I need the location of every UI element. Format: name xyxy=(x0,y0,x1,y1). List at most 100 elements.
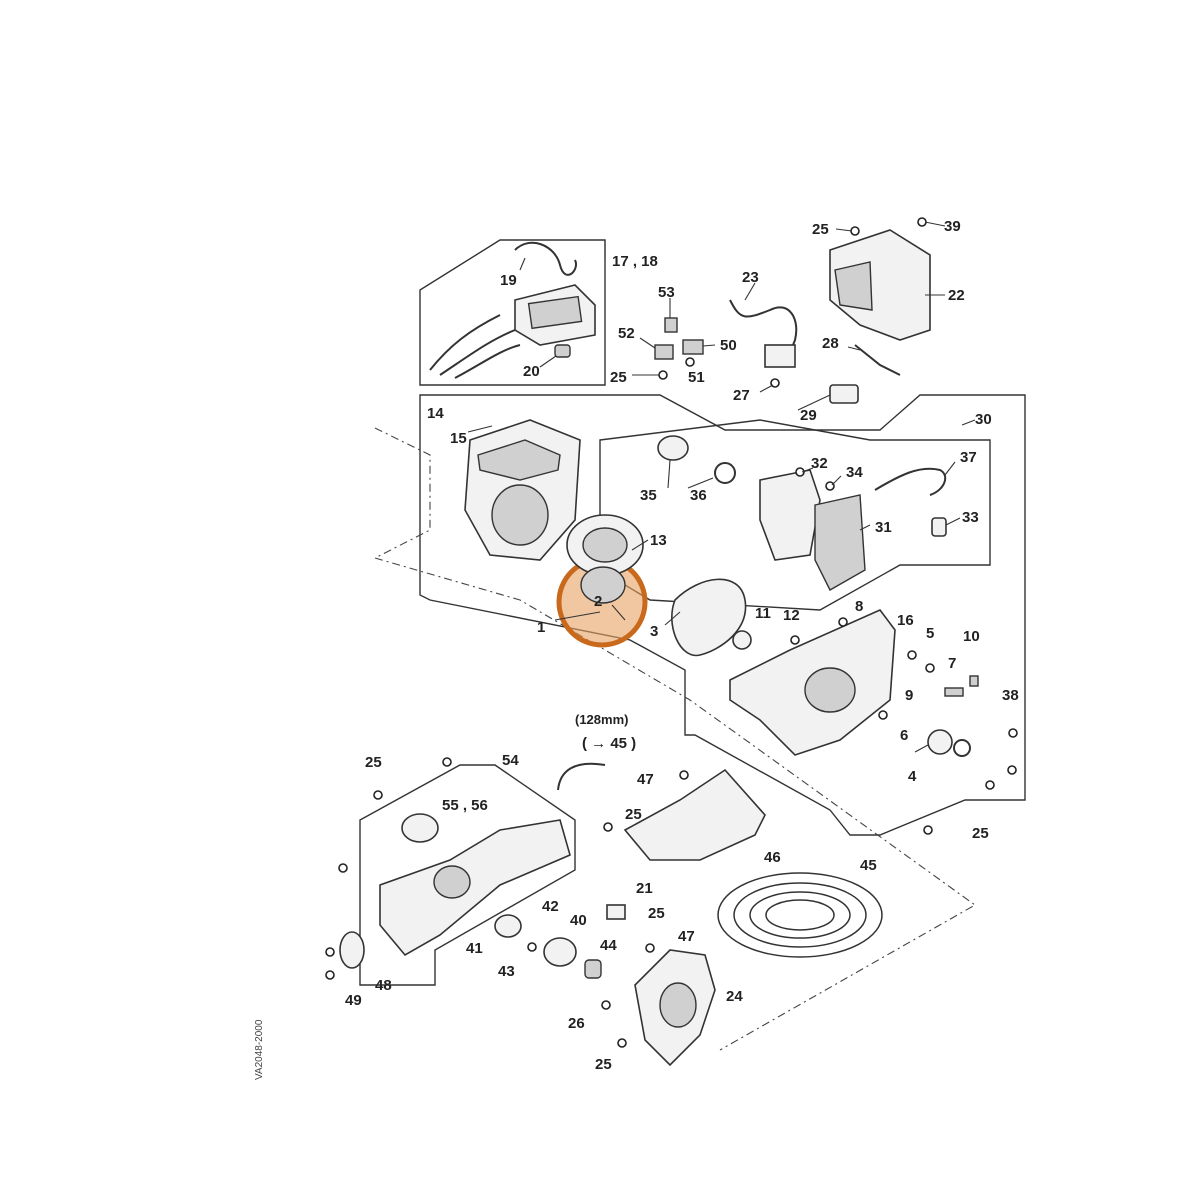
label-35: 35 xyxy=(640,487,657,504)
part-4-ring xyxy=(953,739,971,757)
label-25-f: 25 xyxy=(648,905,665,922)
label-28: 28 xyxy=(822,335,839,352)
label-27: 27 xyxy=(733,387,750,404)
label-23: 23 xyxy=(742,269,759,286)
label-31: 31 xyxy=(875,519,892,536)
part-19-wire xyxy=(514,241,577,276)
part-35 xyxy=(657,435,689,461)
label-25-c: 25 xyxy=(972,825,989,842)
label-44: 44 xyxy=(600,937,617,954)
label-32: 32 xyxy=(811,455,828,472)
label-22: 22 xyxy=(948,287,965,304)
label-55-56: 55 , 56 xyxy=(442,797,488,814)
length-note: (128mm) xyxy=(575,712,628,727)
part-14-shroud xyxy=(464,419,581,561)
label-24: 24 xyxy=(726,988,743,1005)
label-47-b: 47 xyxy=(678,928,695,945)
label-48: 48 xyxy=(375,977,392,994)
part-33 xyxy=(931,517,947,537)
label-2: 2 xyxy=(594,593,602,610)
part-53 xyxy=(664,317,678,333)
part-54-housing xyxy=(379,819,571,957)
label-54: 54 xyxy=(502,752,519,769)
dashdot-outline-top xyxy=(373,427,977,1051)
label-30: 30 xyxy=(975,411,992,428)
label-42: 42 xyxy=(542,898,559,915)
part-2 xyxy=(580,566,626,604)
label-3: 3 xyxy=(650,623,658,640)
part-7 xyxy=(944,687,964,697)
part-45-coil xyxy=(717,872,883,958)
part-48 xyxy=(339,931,365,969)
part-46-plate xyxy=(623,768,766,861)
label-19: 19 xyxy=(500,272,517,289)
label-46: 46 xyxy=(764,849,781,866)
leader-lines xyxy=(467,221,976,753)
label-13: 13 xyxy=(650,532,667,549)
label-1: 1 xyxy=(537,619,545,636)
part-50 xyxy=(682,339,704,355)
label-39: 39 xyxy=(944,218,961,235)
label-38: 38 xyxy=(1002,687,1019,704)
part-44 xyxy=(584,959,602,979)
part-23-board xyxy=(764,344,796,368)
label-17-18: 17 , 18 xyxy=(612,253,658,270)
label-26: 26 xyxy=(568,1015,585,1032)
part-10 xyxy=(969,675,979,687)
part-28-lever xyxy=(854,344,901,376)
label-43: 43 xyxy=(498,963,515,980)
label-15: 15 xyxy=(450,430,467,447)
label-11: 11 xyxy=(755,605,771,622)
label-6: 6 xyxy=(900,727,908,744)
group-frame-54 xyxy=(359,764,576,986)
label-47-a: 47 xyxy=(637,771,654,788)
part-labels: 17 , 18 19 20 53 52 50 25 51 23 25 39 22… xyxy=(345,218,1019,1073)
label-20: 20 xyxy=(523,363,540,380)
label-14: 14 xyxy=(427,405,444,422)
label-25-e: 25 xyxy=(625,806,642,823)
part-21 xyxy=(606,904,626,920)
label-7: 7 xyxy=(948,655,956,672)
label-50: 50 xyxy=(720,337,737,354)
label-10: 10 xyxy=(963,628,980,645)
part-40 xyxy=(543,937,577,967)
part-51 xyxy=(685,357,695,367)
label-25-d: 25 xyxy=(365,754,382,771)
part-24-cover xyxy=(634,949,716,1067)
label-16: 16 xyxy=(897,612,914,629)
screws xyxy=(325,217,1018,1048)
part-45-tube xyxy=(557,762,606,791)
image-reference: VA2048-2000 xyxy=(254,1019,265,1080)
part-41 xyxy=(494,914,522,938)
part-31-cylinder xyxy=(759,469,866,591)
label-5: 5 xyxy=(926,625,934,642)
label-53: 53 xyxy=(658,284,675,301)
label-52: 52 xyxy=(618,325,635,342)
label-34: 34 xyxy=(846,464,863,481)
part-13-flywheel xyxy=(566,514,644,576)
label-25-a: 25 xyxy=(610,369,627,386)
part-17-18-module xyxy=(429,284,596,379)
label-21: 21 xyxy=(636,880,653,897)
part-4-bearing xyxy=(927,729,953,755)
part-1-crankcase xyxy=(729,609,896,756)
label-37: 37 xyxy=(960,449,977,466)
label-49: 49 xyxy=(345,992,362,1009)
part-11-seal xyxy=(732,630,752,650)
label-25-g: 25 xyxy=(595,1056,612,1073)
part-22-tank xyxy=(829,229,931,341)
label-4: 4 xyxy=(908,768,917,785)
label-51: 51 xyxy=(688,369,705,386)
part-20-clip xyxy=(554,344,571,358)
part-29-module xyxy=(829,384,859,404)
arrow-ref-45: ( → 45 ) xyxy=(582,735,636,752)
part-52 xyxy=(654,344,674,360)
label-8: 8 xyxy=(855,598,863,615)
label-45: 45 xyxy=(860,857,877,874)
label-29: 29 xyxy=(800,407,817,424)
part-55-56-disc xyxy=(401,813,439,843)
label-33: 33 xyxy=(962,509,979,526)
part-37-hose xyxy=(874,467,947,496)
part-36-ring xyxy=(714,462,736,484)
